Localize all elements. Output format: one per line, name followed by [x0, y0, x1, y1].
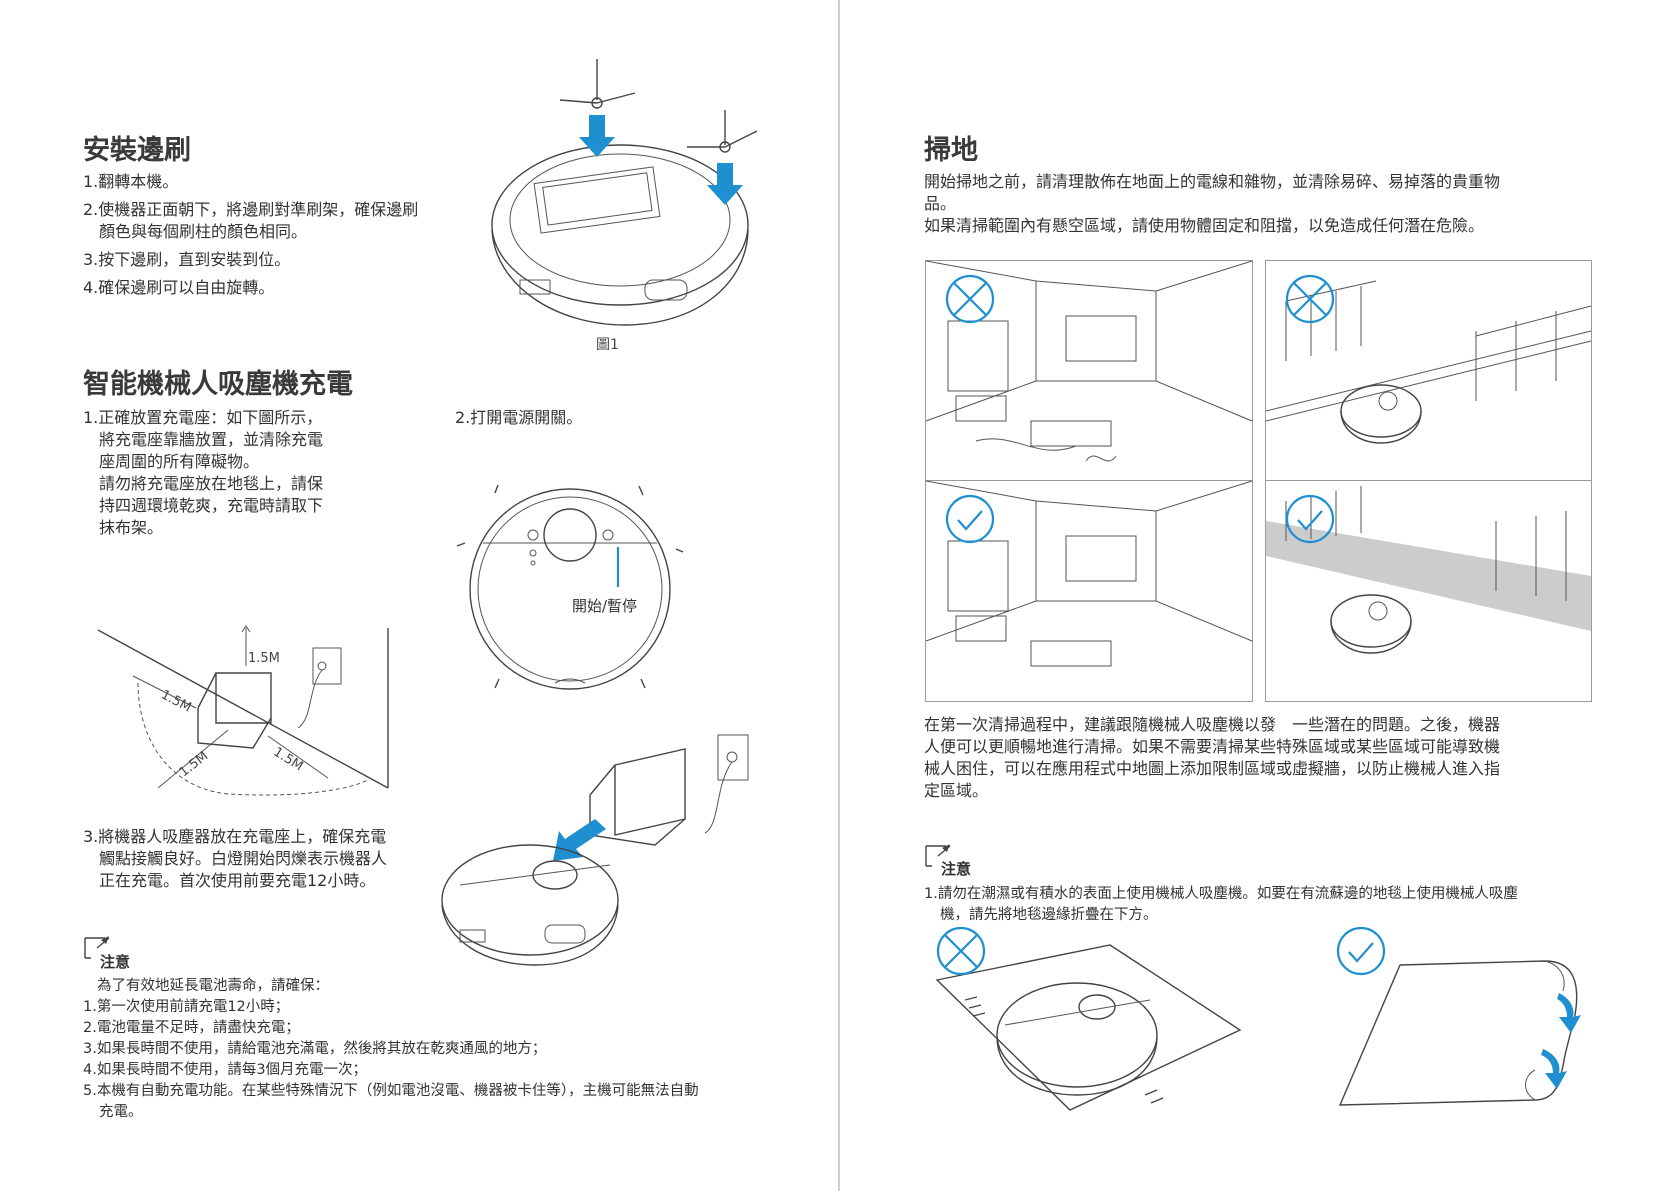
- charging-step-3-line: 觸點接觸良好。白燈開始閃爍表示機器人: [99, 849, 388, 868]
- note-title: 注意: [100, 953, 131, 971]
- forbidden-icon: [936, 926, 986, 976]
- battery-note-intro: 為了有效地延長電池壽命，請確保：: [97, 978, 329, 994]
- robot-underside-illustration: [491, 59, 758, 326]
- install-step-2-cont: 顏色與每個刷柱的顏色相同。: [99, 222, 308, 241]
- robot-docking-illustration: [441, 734, 749, 966]
- paragraph-line: 在第一次清掃過程中，建議跟隨機械人吸塵機以發 一些潛在的問題。之後，機器: [924, 715, 1501, 734]
- charging-step-1: 1.正確放置充電座：如下圖所示， 將充電座靠牆放置，並清除充電 座周圍的所有障礙…: [83, 407, 383, 539]
- check-icon: [1285, 494, 1335, 544]
- battery-note-item: 3.如果長時間不使用，請給電池充滿電，然後將其放在乾爽通風的地方；: [83, 1041, 547, 1057]
- battery-note-item: 1.第一次使用前請充電12小時；: [83, 999, 290, 1015]
- cleaning-intro-line: 開始掃地之前，請清理散佈在地面上的電線和雜物，並清除易碎、易掉落的貴重物: [924, 172, 1501, 191]
- paragraph-line: 械人困住，可以在應用程式中地圖上添加限制區域或虛擬牆，以防止機械人進入指: [924, 759, 1501, 778]
- battery-note-item: 充電。: [99, 1104, 143, 1120]
- charging-step-1-line: 持四週環境乾爽，充電時請取下: [99, 496, 324, 515]
- right-page: 掃地 開始掃地之前，請清理散佈在地面上的電線和雜物，並清除易碎、易掉落的貴重物 …: [840, 0, 1678, 1191]
- carpet-note-item: 機，請先將地毯邊緣折疊在下方。: [940, 907, 1158, 923]
- carpet-note: 1.請勿在潮濕或有積水的表面上使用機械人吸塵機。如要在有流蘇邊的地毯上使用機械人…: [924, 884, 1664, 926]
- charging-step-1-line: 1.正確放置充電座：如下圖所示，: [83, 408, 323, 427]
- cleaning-intro-line: 品。: [924, 194, 957, 213]
- install-step-4: 4.確保邊刷可以自由旋轉。: [83, 278, 275, 297]
- battery-note-item: 5.本機有自動充電功能。在某些特殊情況下（例如電池沒電、機器被卡住等），主機可能…: [83, 1083, 699, 1099]
- carpet-correct-illustration: [1336, 926, 1581, 1106]
- note-icon: [84, 936, 110, 959]
- dimension-label-up: 1.5M: [248, 651, 280, 666]
- start-pause-label: 開始/暫停: [572, 597, 638, 615]
- figure-1-caption: 圖1: [596, 337, 619, 353]
- first-clean-paragraph: 在第一次清掃過程中，建議跟隨機械人吸塵機以發 一些潛在的問題。之後，機器 人便可…: [924, 714, 1624, 802]
- battery-note-item: 4.如果長時間不使用，請每3個月充電一次；: [83, 1062, 368, 1078]
- install-step-3: 3.按下邊刷，直到安裝到位。: [83, 250, 291, 269]
- panel-stairs-unprotected: [1265, 260, 1592, 482]
- note-title: 注意: [941, 860, 972, 878]
- battery-note-item: 2.電池電量不足時，請盡快充電；: [83, 1020, 300, 1036]
- charging-step-1-line: 將充電座靠牆放置，並清除充電: [99, 430, 324, 449]
- dock-placement-diagram: [97, 625, 389, 796]
- panel-stairs-blocked: [1265, 480, 1592, 702]
- paragraph-line: 定區域。: [924, 781, 989, 800]
- section-title-install-brush: 安裝邊刷: [83, 135, 191, 166]
- robot-top-view-illustration: [456, 484, 684, 690]
- battery-note: 為了有效地延長電池壽命，請確保： 1.第一次使用前請充電12小時； 2.電池電量…: [83, 976, 783, 1123]
- panel-room-cluttered: [925, 260, 1253, 482]
- check-icon: [945, 494, 995, 544]
- charging-step-3-line: 正在充電。首次使用前要充電12小時。: [99, 871, 376, 890]
- charging-step-1-line: 座周圍的所有障礙物。: [99, 452, 260, 471]
- charging-step-3: 3.將機器人吸塵器放在充電座上，確保充電 觸點接觸良好。白燈開始閃爍表示機器人 …: [83, 826, 453, 892]
- page-gutter: [838, 0, 840, 1191]
- section-title-cleaning: 掃地: [924, 135, 978, 166]
- forbidden-icon: [1285, 274, 1335, 324]
- charging-step-1-line: 請勿將充電座放在地毯上，請保: [99, 474, 324, 493]
- install-steps: 1.翻轉本機。 2.使機器正面朝下，將邊刷對準刷架，確保邊刷 顏色與每個刷柱的顏…: [83, 171, 473, 299]
- carpet-wrong-illustration: [935, 926, 1242, 1111]
- cleaning-intro-line: 如果清掃範圍內有懸空區域，請使用物體固定和阻擋，以免造成任何潛在危險。: [924, 216, 1485, 235]
- install-step-1: 1.翻轉本機。: [83, 172, 179, 191]
- forbidden-icon: [945, 274, 995, 324]
- left-page: 安裝邊刷 1.翻轉本機。 2.使機器正面朝下，將邊刷對準刷架，確保邊刷 顏色與每…: [0, 0, 838, 1191]
- install-step-2: 2.使機器正面朝下，將邊刷對準刷架，確保邊刷: [83, 200, 419, 219]
- panel-room-clear: [925, 480, 1253, 702]
- charging-step-1-line: 抹布架。: [99, 518, 164, 537]
- note-icon: [925, 844, 951, 867]
- check-icon: [1336, 926, 1386, 976]
- cleaning-intro: 開始掃地之前，請清理散佈在地面上的電線和雜物，並清除易碎、易掉落的貴重物 品。 …: [924, 171, 1624, 237]
- charging-step-3-line: 3.將機器人吸塵器放在充電座上，確保充電: [83, 827, 387, 846]
- paragraph-line: 人便可以更順暢地進行清掃。如果不需要清掃某些特殊區域或某些區域可能導致機: [924, 737, 1501, 756]
- charging-step-2: 2.打開電源開關。: [455, 408, 583, 427]
- carpet-note-item: 1.請勿在潮濕或有積水的表面上使用機械人吸塵機。如要在有流蘇邊的地毯上使用機械人…: [924, 886, 1518, 902]
- section-title-charging: 智能機械人吸塵機充電: [83, 369, 353, 400]
